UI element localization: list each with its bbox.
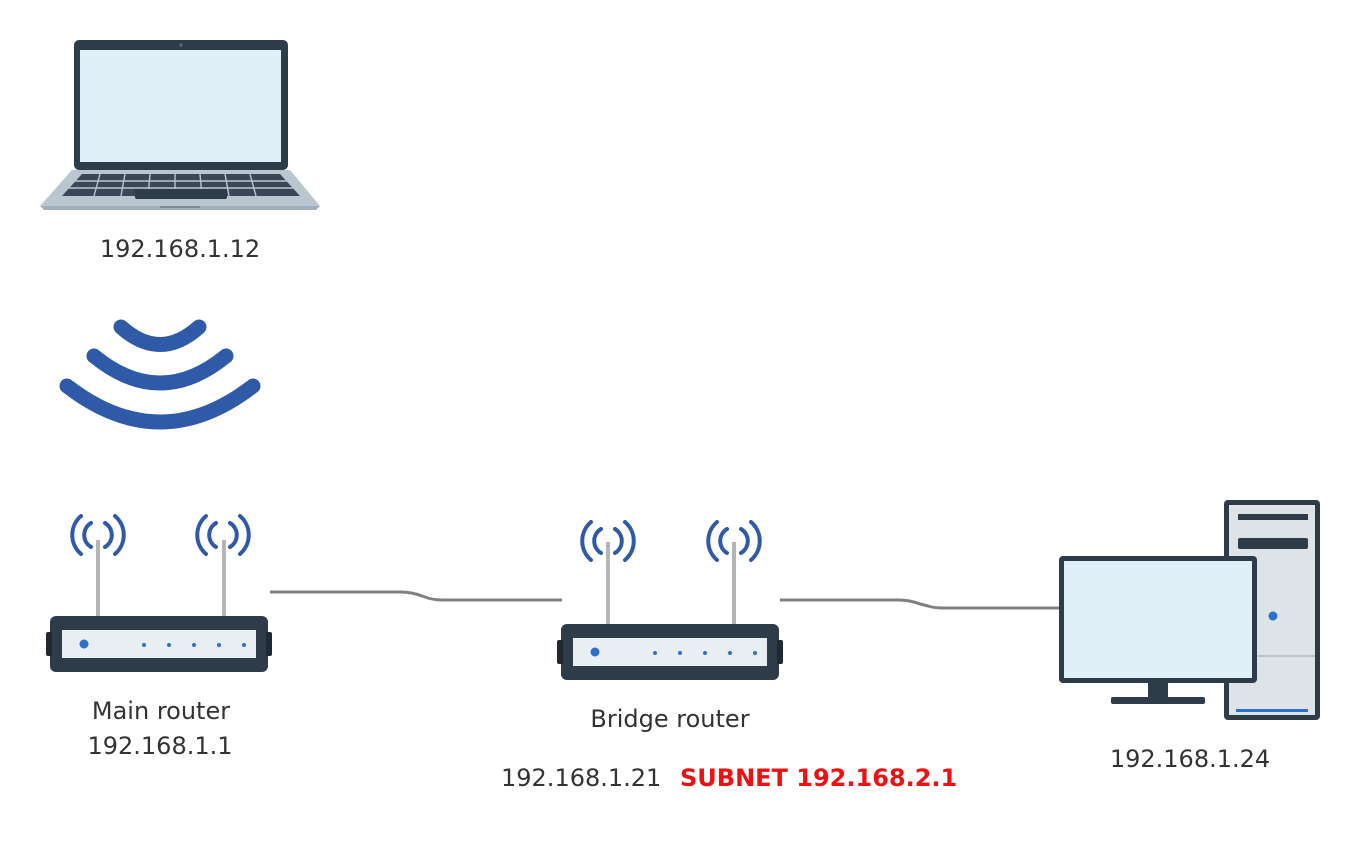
cable-bridge-to-desktop [780, 598, 1060, 610]
bridge-router-name: Bridge router [590, 705, 749, 733]
main-router-name: Main router [92, 697, 230, 725]
bridge-router-icon [557, 520, 783, 680]
bridge-router-subnet: SUBNET 192.168.2.1 [680, 764, 957, 792]
main-router-ip: 192.168.1.1 [87, 732, 232, 760]
wifi-signal-icon [59, 319, 261, 430]
main-router-icon [46, 514, 272, 672]
cable-main-to-bridge [270, 590, 562, 602]
laptop-ip: 192.168.1.12 [100, 235, 260, 263]
laptop-icon [40, 40, 320, 210]
desktop-computer-icon [1059, 500, 1320, 720]
desktop-ip: 192.168.1.24 [1110, 745, 1270, 773]
bridge-router-ip: 192.168.1.21 [501, 764, 661, 792]
